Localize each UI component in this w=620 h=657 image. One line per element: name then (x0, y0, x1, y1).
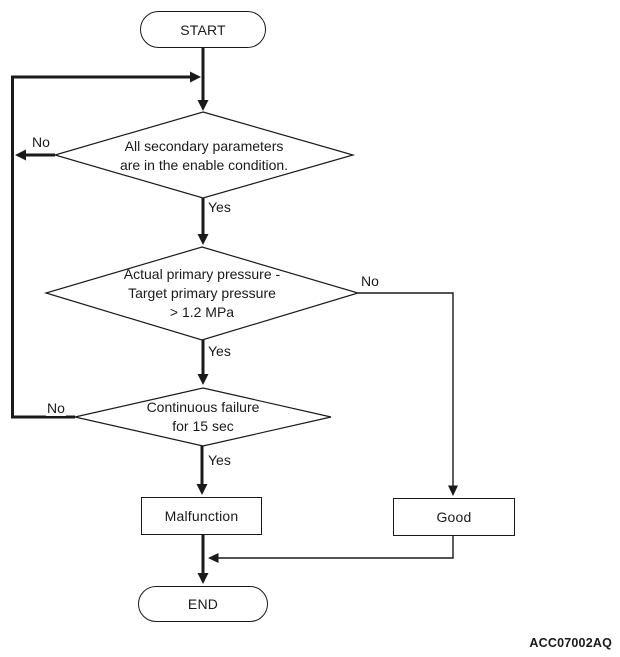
decision3-line2: for 15 sec (172, 418, 234, 434)
good-node: Good (393, 498, 515, 536)
arrowhead-decision1-no (15, 149, 26, 161)
start-label: START (180, 21, 226, 38)
start-node: START (140, 11, 266, 48)
decision2-text: Actual primary pressure - Target primary… (102, 265, 302, 322)
label-decision1-yes: Yes (207, 199, 232, 215)
arrowhead-into-end (197, 573, 209, 584)
decision1-text: All secondary parameters are in the enab… (104, 137, 304, 175)
arrowhead-into-malfunction (196, 484, 208, 495)
decision2-line1: Actual primary pressure - (123, 266, 281, 282)
edge-decision2-no-to-good (358, 292, 454, 488)
decision3-text: Continuous failure for 15 sec (103, 398, 303, 436)
arrowhead-into-decision1 (197, 100, 209, 111)
end-label: END (187, 596, 219, 612)
decision1-line2: are in the enable condition. (119, 157, 289, 173)
arrowhead-loopback-into-main (190, 71, 201, 83)
arrowhead-into-good (448, 485, 458, 496)
good-label: Good (436, 509, 472, 525)
malfunction-label: Malfunction (164, 508, 239, 524)
edge-loopback-left (11, 75, 192, 419)
arrowhead-good-merge (208, 553, 219, 563)
figure-code: ACC07002AQ (529, 636, 612, 650)
malfunction-node: Malfunction (141, 497, 262, 535)
decision3-line1: Continuous failure (146, 399, 260, 415)
decision2-line3: > 1.2 MPa (169, 304, 235, 320)
label-decision3-yes: Yes (207, 452, 232, 468)
decision3-diamond (74, 387, 332, 447)
decision1-diamond (52, 111, 356, 199)
label-decision1-no: No (31, 134, 51, 150)
decision2-line2: Target primary pressure (128, 285, 276, 301)
label-decision2-no: No (360, 273, 380, 289)
arrowhead-into-decision2 (197, 234, 209, 245)
decision1-line1: All secondary parameters (124, 138, 284, 154)
label-decision3-no: No (46, 400, 66, 416)
decision2-diamond (43, 246, 361, 341)
end-node: END (138, 586, 268, 622)
arrowhead-into-decision3 (197, 374, 209, 385)
label-decision2-yes: Yes (207, 343, 232, 359)
edge-good-to-merge (218, 536, 454, 559)
